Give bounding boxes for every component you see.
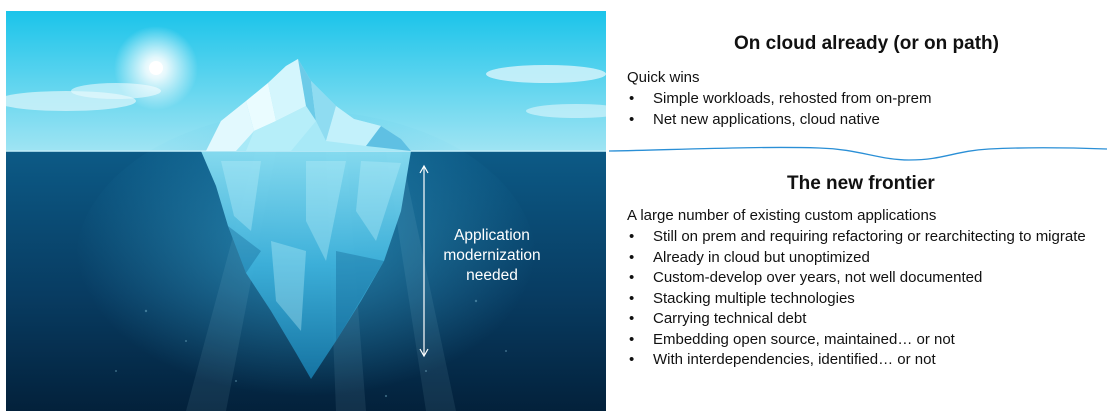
sun-core bbox=[149, 61, 163, 75]
list-item: Stacking multiple technologies bbox=[627, 289, 1097, 310]
frontier-list: Still on prem and requiring refactoring … bbox=[627, 227, 1097, 371]
depth-arrow bbox=[419, 164, 429, 358]
bubbles bbox=[115, 299, 507, 398]
cloud-right bbox=[486, 65, 606, 83]
cloud-right-2 bbox=[526, 104, 606, 118]
list-item: With interdependencies, identified… or n… bbox=[627, 350, 1097, 371]
list-item: Custom-develop over years, not well docu… bbox=[627, 268, 1097, 289]
list-item: Already in cloud but unoptimized bbox=[627, 248, 1097, 269]
cloud-intro: Quick wins bbox=[627, 69, 700, 86]
list-item: Carrying technical debt bbox=[627, 309, 1097, 330]
iceberg-illustration: Application modernization needed bbox=[6, 11, 606, 411]
frontier-intro: A large number of existing custom applic… bbox=[627, 207, 937, 224]
modernization-annotation: Application modernization needed bbox=[443, 227, 541, 284]
iceberg-scene bbox=[6, 11, 606, 411]
list-item: Net new applications, cloud native bbox=[627, 110, 1097, 131]
frontier-heading: The new frontier bbox=[787, 173, 935, 194]
iceberg-underwater-shadows bbox=[228, 226, 384, 341]
cloud-heading: On cloud already (or on path) bbox=[734, 33, 999, 54]
divider-wave bbox=[609, 146, 1107, 161]
list-item: Embedding open source, maintained… or no… bbox=[627, 330, 1097, 351]
iceberg-underwater bbox=[201, 151, 411, 379]
list-item: Still on prem and requiring refactoring … bbox=[627, 227, 1097, 248]
iceberg-tip-facets bbox=[206, 59, 411, 151]
list-item: Simple workloads, rehosted from on-prem bbox=[627, 89, 1097, 110]
iceberg-underwater-facets bbox=[221, 161, 401, 331]
cloud-list: Simple workloads, rehosted from on-prem … bbox=[627, 89, 1097, 130]
